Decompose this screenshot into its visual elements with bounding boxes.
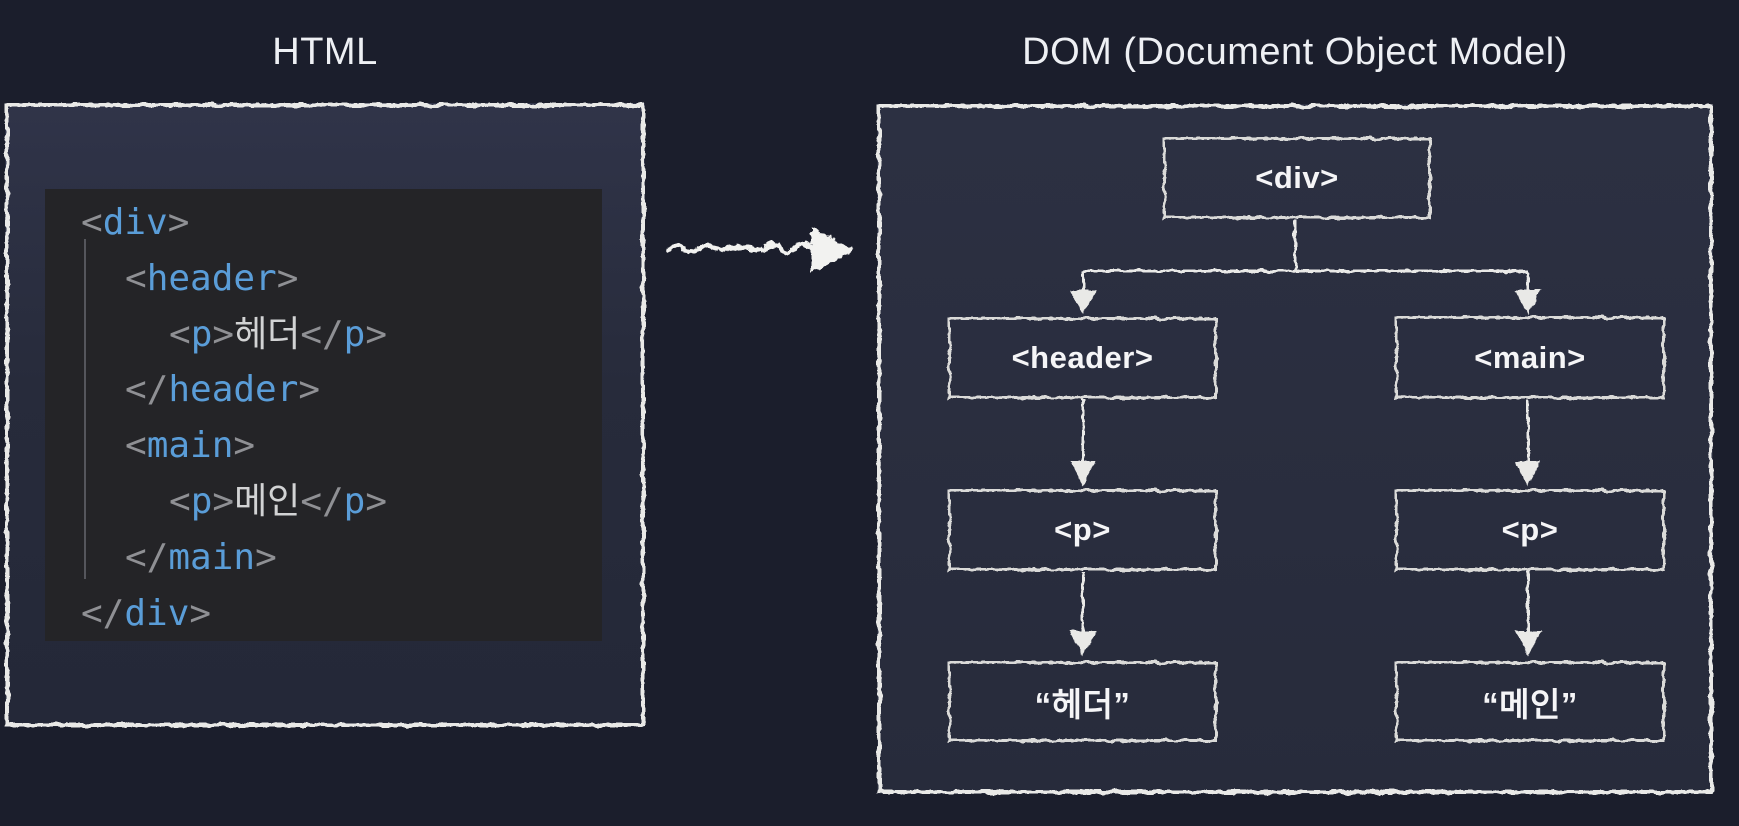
dom-node-p-right: <p> <box>1395 489 1665 571</box>
code-token-tag: p <box>343 313 366 355</box>
code-token-punct: > <box>276 257 299 299</box>
code-editor-snippet: <div><header><p>헤더</p></header><main><p>… <box>45 189 602 641</box>
code-token-tag: p <box>190 480 213 522</box>
code-token-punct: </ <box>300 480 344 522</box>
dom-node-text-right: “메인” <box>1395 661 1665 742</box>
code-line: <p>헤더</p> <box>45 307 602 363</box>
code-token-tag: p <box>343 480 366 522</box>
dom-node-header: <header> <box>948 317 1217 399</box>
dom-node-label: <main> <box>1474 339 1586 375</box>
code-line: </header> <box>45 362 602 418</box>
code-line: <p>메인</p> <box>45 474 602 530</box>
code-token-punct: > <box>167 202 190 243</box>
code-token-punct: < <box>169 313 191 355</box>
dom-node-main: <main> <box>1395 316 1665 399</box>
code-token-punct: > <box>365 313 388 355</box>
indent-guide-line <box>84 239 86 579</box>
code-line: </div> <box>45 586 602 642</box>
code-token-punct: < <box>169 480 191 522</box>
dom-node-label: “메인” <box>1482 685 1578 723</box>
dom-node-label: <header> <box>1011 340 1154 375</box>
code-line: <header> <box>45 251 602 307</box>
code-token-text: 헤더 <box>234 313 301 355</box>
code-token-text: 메인 <box>234 480 301 522</box>
code-token-tag: main <box>168 536 256 578</box>
dom-node-p-left: <p> <box>948 489 1217 571</box>
code-token-punct: < <box>81 202 103 243</box>
dom-node-label: “헤더” <box>1034 685 1131 723</box>
code-token-punct: > <box>189 592 212 634</box>
code-token-punct: < <box>125 257 147 299</box>
dom-node-label: <div> <box>1255 160 1339 195</box>
dom-title: DOM (Document Object Model) <box>1022 31 1568 73</box>
code-token-tag: header <box>146 257 277 299</box>
html-title: HTML <box>272 31 378 73</box>
code-token-punct: > <box>365 480 388 522</box>
code-token-tag: header <box>168 369 299 411</box>
code-token-punct: > <box>255 536 277 578</box>
code-token-punct: < <box>125 425 147 467</box>
code-line: <main> <box>45 418 602 474</box>
code-token-tag: p <box>190 313 213 355</box>
dom-node-label: <p> <box>1054 512 1111 547</box>
code-token-punct: > <box>212 480 235 522</box>
code-line: <div> <box>45 195 602 251</box>
dom-node-label: <p> <box>1501 512 1559 547</box>
code-token-punct: </ <box>125 369 169 411</box>
flow-arrow-icon <box>666 227 854 273</box>
code-token-tag: div <box>124 592 190 634</box>
tree-connectors <box>1070 219 1541 656</box>
code-token-tag: div <box>102 202 168 243</box>
code-token-tag: main <box>146 425 234 467</box>
code-token-punct: </ <box>300 313 344 355</box>
dom-tree-panel: <div> <header> <main> <p> <p> “헤더” “메인” <box>877 104 1713 794</box>
code-token-punct: > <box>298 369 321 411</box>
code-token-punct: > <box>212 313 235 355</box>
dom-node-text-left: “헤더” <box>948 661 1217 742</box>
code-lines: <div><header><p>헤더</p></header><main><p>… <box>45 189 602 641</box>
code-token-punct: > <box>233 425 256 467</box>
html-source-panel: <div><header><p>헤더</p></header><main><p>… <box>5 103 645 727</box>
code-token-punct: </ <box>81 592 125 634</box>
dom-node-div: <div> <box>1163 137 1431 219</box>
code-token-punct: </ <box>125 536 169 578</box>
code-line: </main> <box>45 530 602 586</box>
